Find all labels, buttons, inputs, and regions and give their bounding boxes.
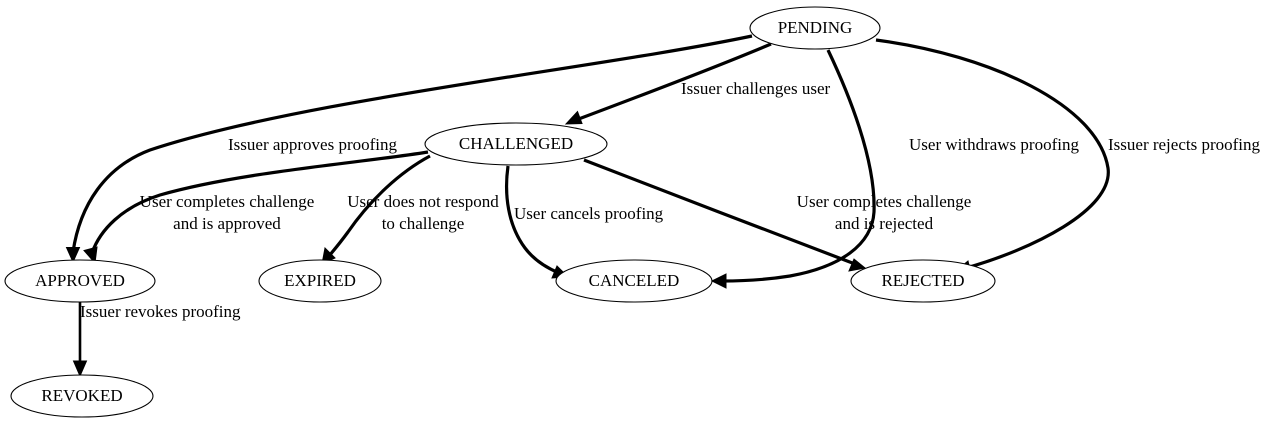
edge-challenged-to-rejected[interactable] (583, 158, 867, 272)
edge-label-line-2: to challenge (382, 214, 465, 233)
edge-label-issuer-approves-proofing: Issuer approves proofing (228, 135, 398, 154)
edge-path-challenged-canceled (505, 165, 560, 275)
arrowhead-pending-challenged (564, 110, 583, 125)
edge-path-challenged-expired (327, 154, 431, 258)
edge-label-user-withdraws-proofing: User withdraws proofing (909, 135, 1079, 154)
arrowhead-pending-canceled (710, 273, 727, 289)
arrowhead-pending-approved (65, 247, 81, 264)
node-revoked-label: REVOKED (41, 386, 122, 405)
node-revoked-ellipse (10, 374, 154, 418)
edge-label-issuer-challenges-user: Issuer challenges user (681, 79, 831, 98)
edge-label-line-2: and is approved (173, 214, 281, 233)
node-canceled-ellipse (555, 259, 713, 303)
edge-label-user-completes-challenge-rejected: User completes challenge and is rejected (797, 192, 972, 233)
node-rejected-ellipse (850, 259, 996, 303)
edge-path-pending-rejected (875, 38, 1110, 270)
edge-pending-to-challenged[interactable] (564, 42, 772, 125)
node-expired[interactable]: EXPIRED (258, 259, 382, 303)
edge-label-issuer-revokes-proofing: Issuer revokes proofing (80, 302, 241, 321)
node-canceled-label: CANCELED (589, 271, 680, 290)
node-challenged-ellipse (424, 122, 608, 166)
edge-pending-to-rejected[interactable] (875, 38, 1110, 275)
node-pending-label: PENDING (778, 18, 853, 37)
arrowhead-challenged-approved (83, 246, 98, 265)
edge-approved-to-revoked[interactable] (72, 302, 88, 378)
edge-label-line-1: User completes challenge (797, 192, 972, 211)
node-pending[interactable]: PENDING (749, 6, 881, 50)
edge-path-pending-challenged (575, 42, 772, 122)
node-canceled[interactable]: CANCELED (555, 259, 713, 303)
node-rejected[interactable]: REJECTED (850, 259, 996, 303)
edge-label-user-completes-challenge-approved: User completes challenge and is approved (140, 192, 315, 233)
node-expired-ellipse (258, 259, 382, 303)
edge-label-line-1: User does not respond (347, 192, 499, 211)
edge-pending-to-approved[interactable] (65, 34, 753, 264)
node-challenged[interactable]: CHALLENGED (424, 122, 608, 166)
node-expired-label: EXPIRED (284, 271, 356, 290)
edge-path-challenged-approved (90, 150, 429, 254)
edge-label-line-2: and is rejected (835, 214, 934, 233)
edge-path-challenged-rejected (583, 158, 856, 266)
node-approved-label: APPROVED (35, 271, 125, 290)
node-approved[interactable]: APPROVED (4, 259, 156, 303)
node-revoked[interactable]: REVOKED (10, 374, 154, 418)
arrowhead-approved-revoked (72, 360, 88, 378)
arrowhead-challenged-rejected (848, 258, 867, 272)
node-pending-ellipse (749, 6, 881, 50)
edge-challenged-to-approved[interactable] (83, 150, 429, 265)
edge-path-pending-approved (71, 34, 753, 253)
node-approved-ellipse (4, 259, 156, 303)
node-rejected-label: REJECTED (881, 271, 964, 290)
edge-label-user-cancels-proofing: User cancels proofing (514, 204, 664, 223)
edge-label-user-does-not-respond: User does not respond to challenge (347, 192, 499, 233)
edge-label-issuer-rejects-proofing: Issuer rejects proofing (1108, 135, 1261, 154)
edge-path-pending-canceled (721, 49, 876, 283)
node-challenged-label: CHALLENGED (459, 134, 573, 153)
edge-label-line-1: User completes challenge (140, 192, 315, 211)
edge-pending-to-canceled[interactable] (710, 49, 876, 289)
